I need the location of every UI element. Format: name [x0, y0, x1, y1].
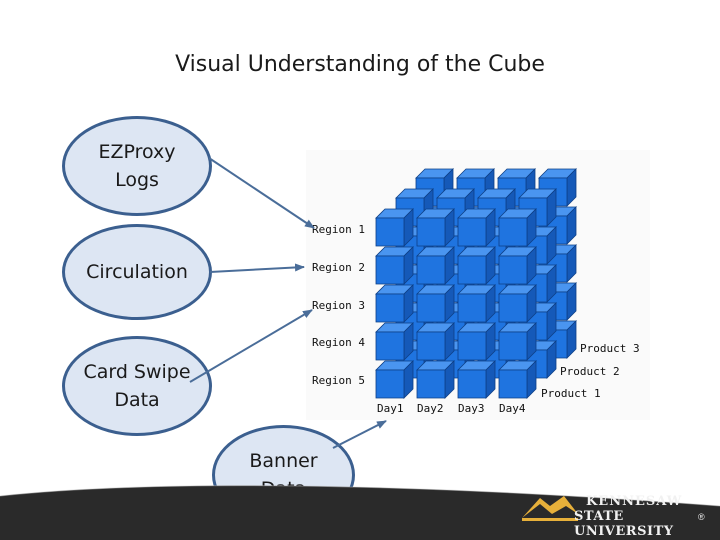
ezproxy-logs-node: EZProxy Logs: [62, 116, 212, 216]
cube-block: [416, 360, 455, 399]
arrow-banner-to-day1: [332, 420, 387, 449]
cube-block: [498, 284, 537, 323]
cube-block: [416, 284, 455, 323]
circulation-label: Circulation: [86, 260, 188, 283]
logo-text-line2: State University: [574, 509, 674, 539]
ksu-logo: Kennesaw State University ®: [520, 492, 710, 539]
card-swipe-data-node: Card Swipe Data: [62, 336, 212, 436]
cube-block: [457, 208, 496, 247]
cube-block: [416, 208, 455, 247]
ezproxy-logs-label: EZProxy Logs: [98, 140, 176, 192]
cube-block: [416, 322, 455, 361]
cube-block: [375, 208, 414, 247]
slide-title: Visual Understanding of the Cube: [175, 52, 545, 77]
product-label-1: Product 1: [541, 387, 601, 400]
cube-block: [498, 322, 537, 361]
cube-block: [416, 246, 455, 285]
cube-block: [457, 284, 496, 323]
product-label-2: Product 2: [560, 365, 620, 378]
region-label-1: Region 1: [312, 223, 365, 236]
day-label-1: Day1: [377, 402, 404, 415]
cube-block: [457, 246, 496, 285]
cube-block: [498, 208, 537, 247]
day-label-3: Day3: [458, 402, 485, 415]
registered-mark: ®: [698, 512, 705, 522]
arrow-circulation-to-region2: [209, 263, 305, 273]
cube-block: [375, 246, 414, 285]
logo-text-line1: Kennesaw: [586, 494, 683, 509]
arrow-ezproxy-to-region1: [208, 157, 315, 229]
cube-block: [375, 322, 414, 361]
cube-block: [457, 322, 496, 361]
cube-block: [457, 360, 496, 399]
region-label-4: Region 4: [312, 336, 365, 349]
circulation-node: Circulation: [62, 224, 212, 320]
cube-graphic: [375, 168, 577, 399]
card-swipe-data-label: Card Swipe Data: [83, 360, 191, 412]
cube-illustration: Region 1 Region 2 Region 3 Region 4 Regi…: [306, 150, 650, 420]
cube-block: [498, 360, 537, 399]
ksu-logo-swoosh-icon: [522, 496, 578, 521]
cube-block: [498, 246, 537, 285]
day-label-4: Day4: [499, 402, 526, 415]
region-label-3: Region 3: [312, 299, 365, 312]
region-label-5: Region 5: [312, 374, 365, 387]
day-label-2: Day2: [417, 402, 444, 415]
cube-block: [375, 360, 414, 399]
region-label-2: Region 2: [312, 261, 365, 274]
product-label-3: Product 3: [580, 342, 640, 355]
cube-block: [375, 284, 414, 323]
